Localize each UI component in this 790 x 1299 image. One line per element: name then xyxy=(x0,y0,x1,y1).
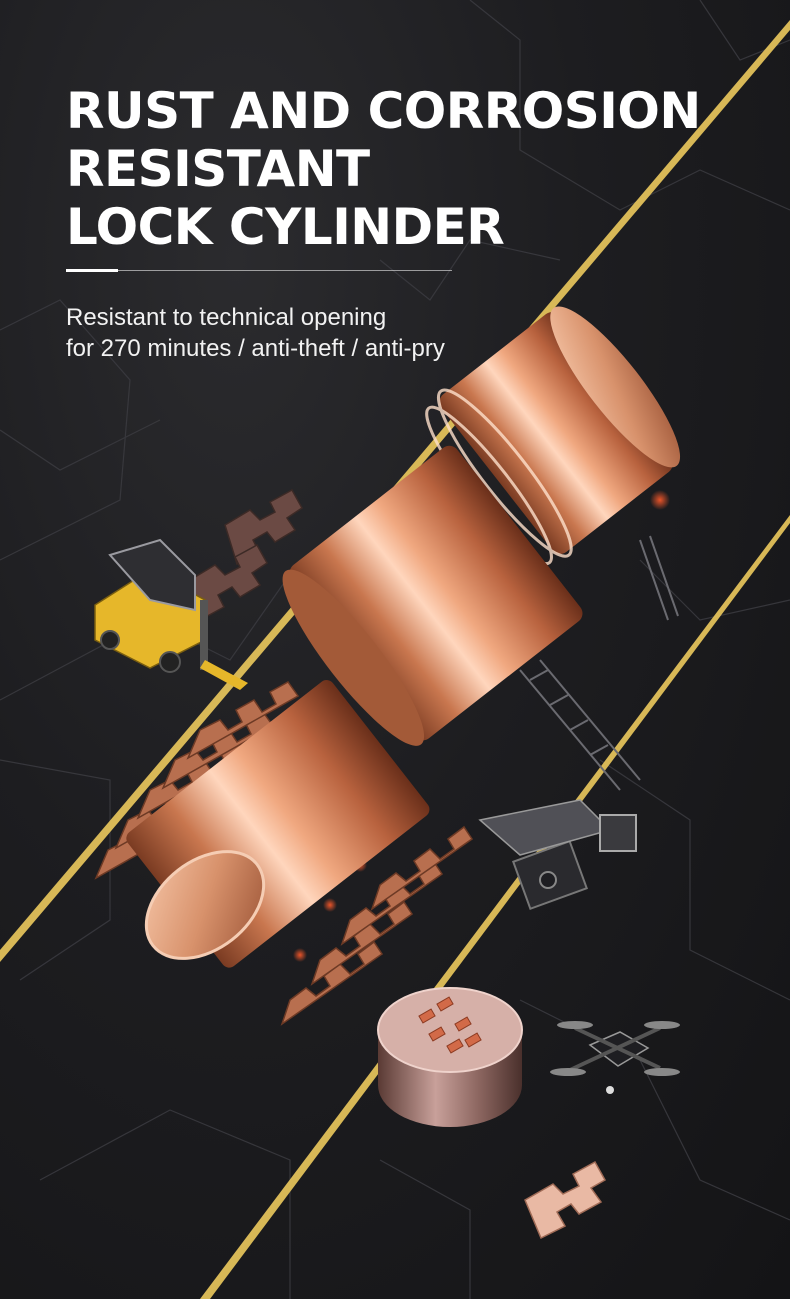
robot-arm-icon xyxy=(478,799,637,911)
subtitle-line-2: for 270 minutes / anti-theft / anti-pry xyxy=(66,335,445,362)
title-line-1: RUST AND CORROSION xyxy=(66,82,701,140)
copper-puck xyxy=(377,987,523,1127)
drone-icon xyxy=(550,1021,680,1094)
key-fragment-top xyxy=(189,488,303,621)
title-line-2: RESISTANT xyxy=(66,140,370,198)
key-pin-racks-right xyxy=(280,825,474,1026)
subtitle-line-1: Resistant to technical opening xyxy=(66,304,387,331)
forklift-icon xyxy=(94,538,248,690)
page-title: RUST AND CORROSION RESISTANT LOCK CYLIND… xyxy=(66,82,706,256)
cylinder-front-face xyxy=(144,850,266,960)
ladder xyxy=(519,535,679,791)
subtitle: Resistant to technical opening for 270 m… xyxy=(66,302,586,364)
divider xyxy=(66,270,452,271)
divider-accent xyxy=(66,269,118,272)
title-line-3: LOCK CYLINDER xyxy=(66,198,505,256)
key-fragment-bottom xyxy=(524,1160,607,1240)
lock-cylinder xyxy=(126,306,681,968)
gold-stripe-bottom xyxy=(200,515,790,1299)
